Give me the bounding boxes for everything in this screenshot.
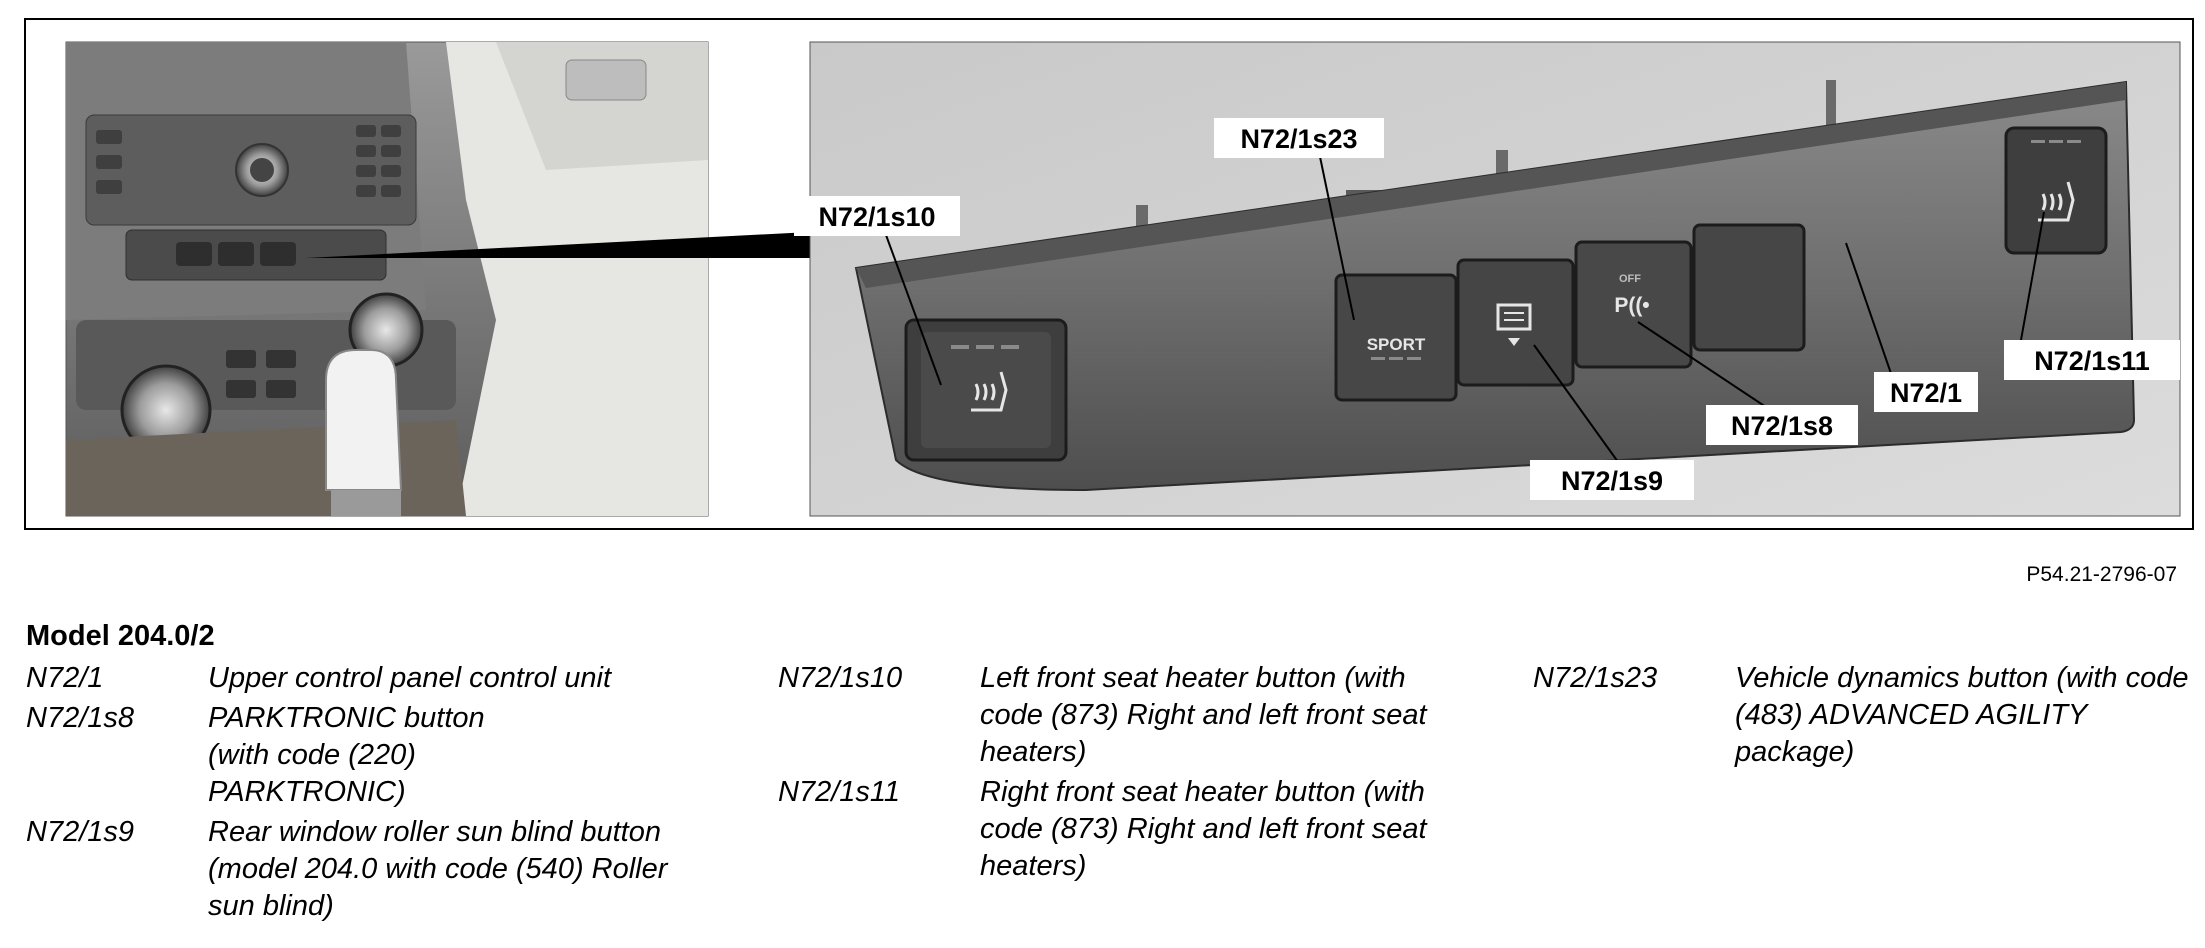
callout-n72-1s9: N72/1s9 — [1561, 466, 1663, 496]
callout-box-s9 — [1530, 460, 1694, 500]
seat-heater-left-icon — [971, 371, 1008, 412]
callout-box-s11 — [2004, 340, 2180, 380]
legend-code: N72/1s23 — [1533, 662, 1658, 694]
legend-item: N72/1s9 Rear window roller sun blind but… — [26, 814, 698, 925]
callout-pointer-wedge — [306, 232, 810, 258]
legend-description: Left front seat heater button (with code… — [980, 662, 1427, 768]
legend-item: N72/1 Upper control panel control unit — [26, 660, 698, 697]
legend-column-1: N72/1 Upper control panel control unit N… — [26, 660, 698, 928]
seat-heater-right-icon — [2038, 181, 2075, 222]
callout-box-unit — [1874, 372, 1978, 412]
sport-button-label: SPORT — [1367, 335, 1426, 354]
legend-item: N72/1s8 PARKTRONIC button (with code (22… — [26, 700, 698, 811]
callout-n72-1: N72/1 — [1890, 378, 1962, 408]
legend-description: Upper control panel control unit — [208, 662, 612, 694]
parktronic-button-label: P((• — [1614, 294, 1649, 317]
callout-n72-1s23: N72/1s23 — [1240, 124, 1357, 154]
leader-lines — [885, 151, 2045, 474]
legend-description: Right front seat heater button (with cod… — [980, 776, 1427, 882]
legend-item: N72/1s11 Right front seat heater button … — [778, 774, 1440, 885]
callout-n72-1s10: N72/1s10 — [818, 202, 935, 232]
callout-box-s10 — [794, 196, 960, 236]
parktronic-off-label: OFF — [1619, 273, 1641, 285]
dashboard-photo — [65, 41, 709, 517]
legend-item: N72/1s10 Left front seat heater button (… — [778, 660, 1440, 771]
callout-n72-1s11: N72/1s11 — [2034, 346, 2150, 376]
control-panel-photo: SPORT OFF P((• — [809, 41, 2181, 517]
legend-code: N72/1s11 — [778, 776, 900, 808]
callout-n72-1s8: N72/1s8 — [1731, 411, 1833, 441]
legend-description: Rear window roller sun blind button (mod… — [208, 816, 668, 922]
model-title: Model 204.0/2 — [26, 620, 215, 652]
legend-code: N72/1s8 — [26, 702, 135, 734]
legend-column-2: N72/1s10 Left front seat heater button (… — [778, 660, 1440, 888]
callout-box-s8 — [1706, 405, 1858, 445]
figure-reference-code: P54.21-2796-07 — [2026, 563, 2177, 586]
legend-code: N72/1s10 — [778, 662, 903, 694]
sun-blind-icon — [1496, 303, 1532, 346]
legend-item: N72/1s23 Vehicle dynamics button (with c… — [1533, 660, 2205, 771]
legend-code: N72/1 — [26, 662, 104, 694]
callout-box-s23 — [1214, 118, 1384, 158]
legend-description: PARKTRONIC button (with code (220) PARKT… — [208, 702, 485, 808]
figure-frame: SPORT OFF P((• N72/1s23 N72/1s10 N72/1 N… — [24, 18, 2194, 530]
legend-column-3: N72/1s23 Vehicle dynamics button (with c… — [1533, 660, 2205, 774]
figure-illustration: SPORT OFF P((• N72/1s23 N72/1s10 N72/1 N… — [65, 41, 2181, 517]
legend-description: Vehicle dynamics button (with code (483)… — [1735, 662, 2189, 768]
legend-code: N72/1s9 — [26, 816, 135, 848]
